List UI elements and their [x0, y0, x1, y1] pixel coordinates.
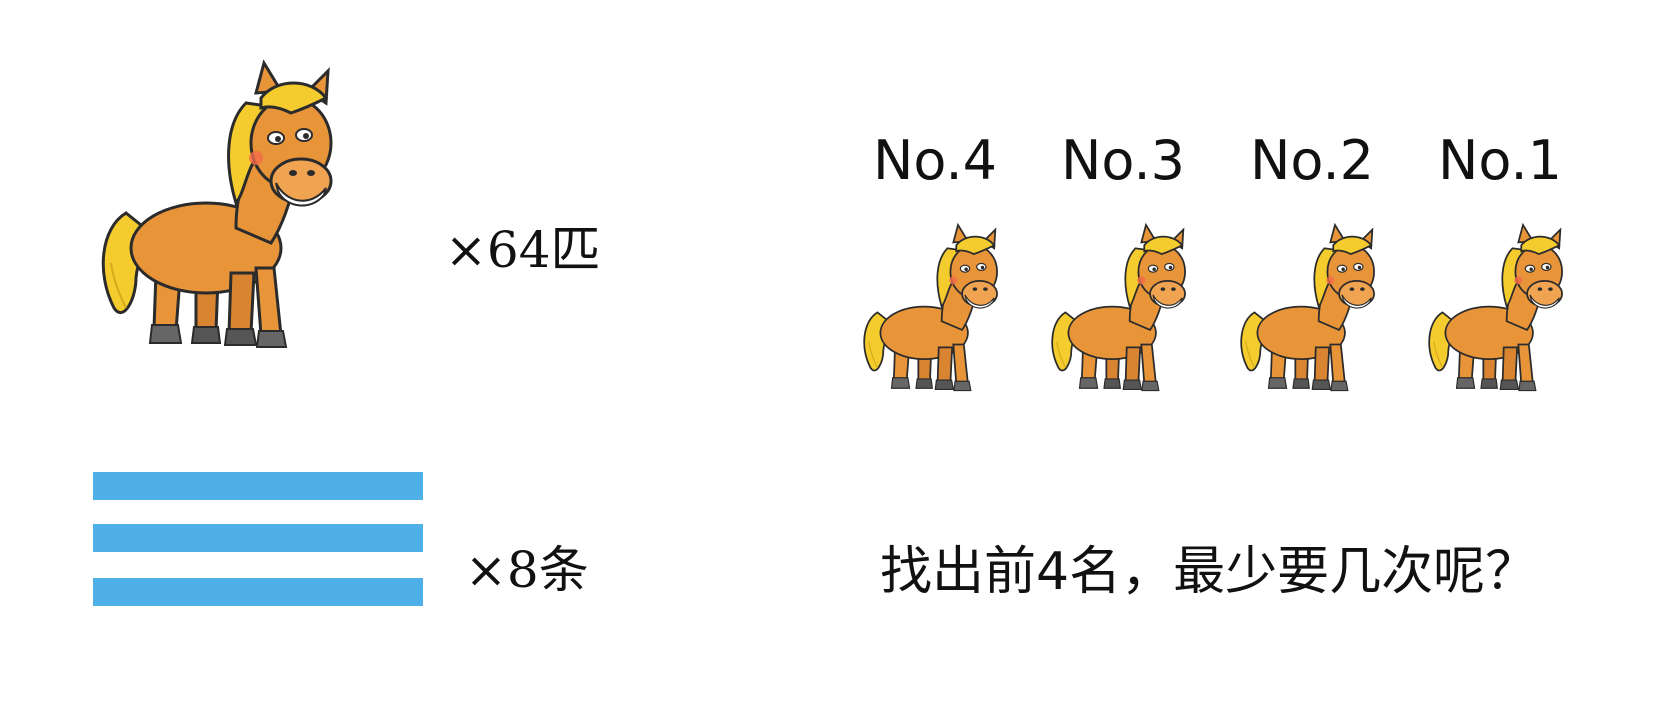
- rank-label-no2: No.2: [1249, 129, 1374, 192]
- track-bar: [93, 524, 423, 552]
- horse-icon: [1051, 224, 1186, 392]
- track-bar: [93, 472, 423, 500]
- question-text: 找出前4名，最少要几次呢？: [880, 542, 1538, 602]
- horse-icon: [1428, 224, 1563, 392]
- track-count-label: ×8条: [465, 541, 589, 599]
- rank-label-no1: No.1: [1437, 129, 1562, 192]
- horse-icon: [863, 224, 998, 392]
- horse-icon: [101, 61, 333, 349]
- rank-label-no4: No.4: [872, 129, 997, 192]
- horse-count-label: ×64匹: [445, 221, 601, 279]
- horse-icon: [1240, 224, 1375, 392]
- track-bar: [93, 578, 423, 606]
- rank-label-no3: No.3: [1060, 129, 1185, 192]
